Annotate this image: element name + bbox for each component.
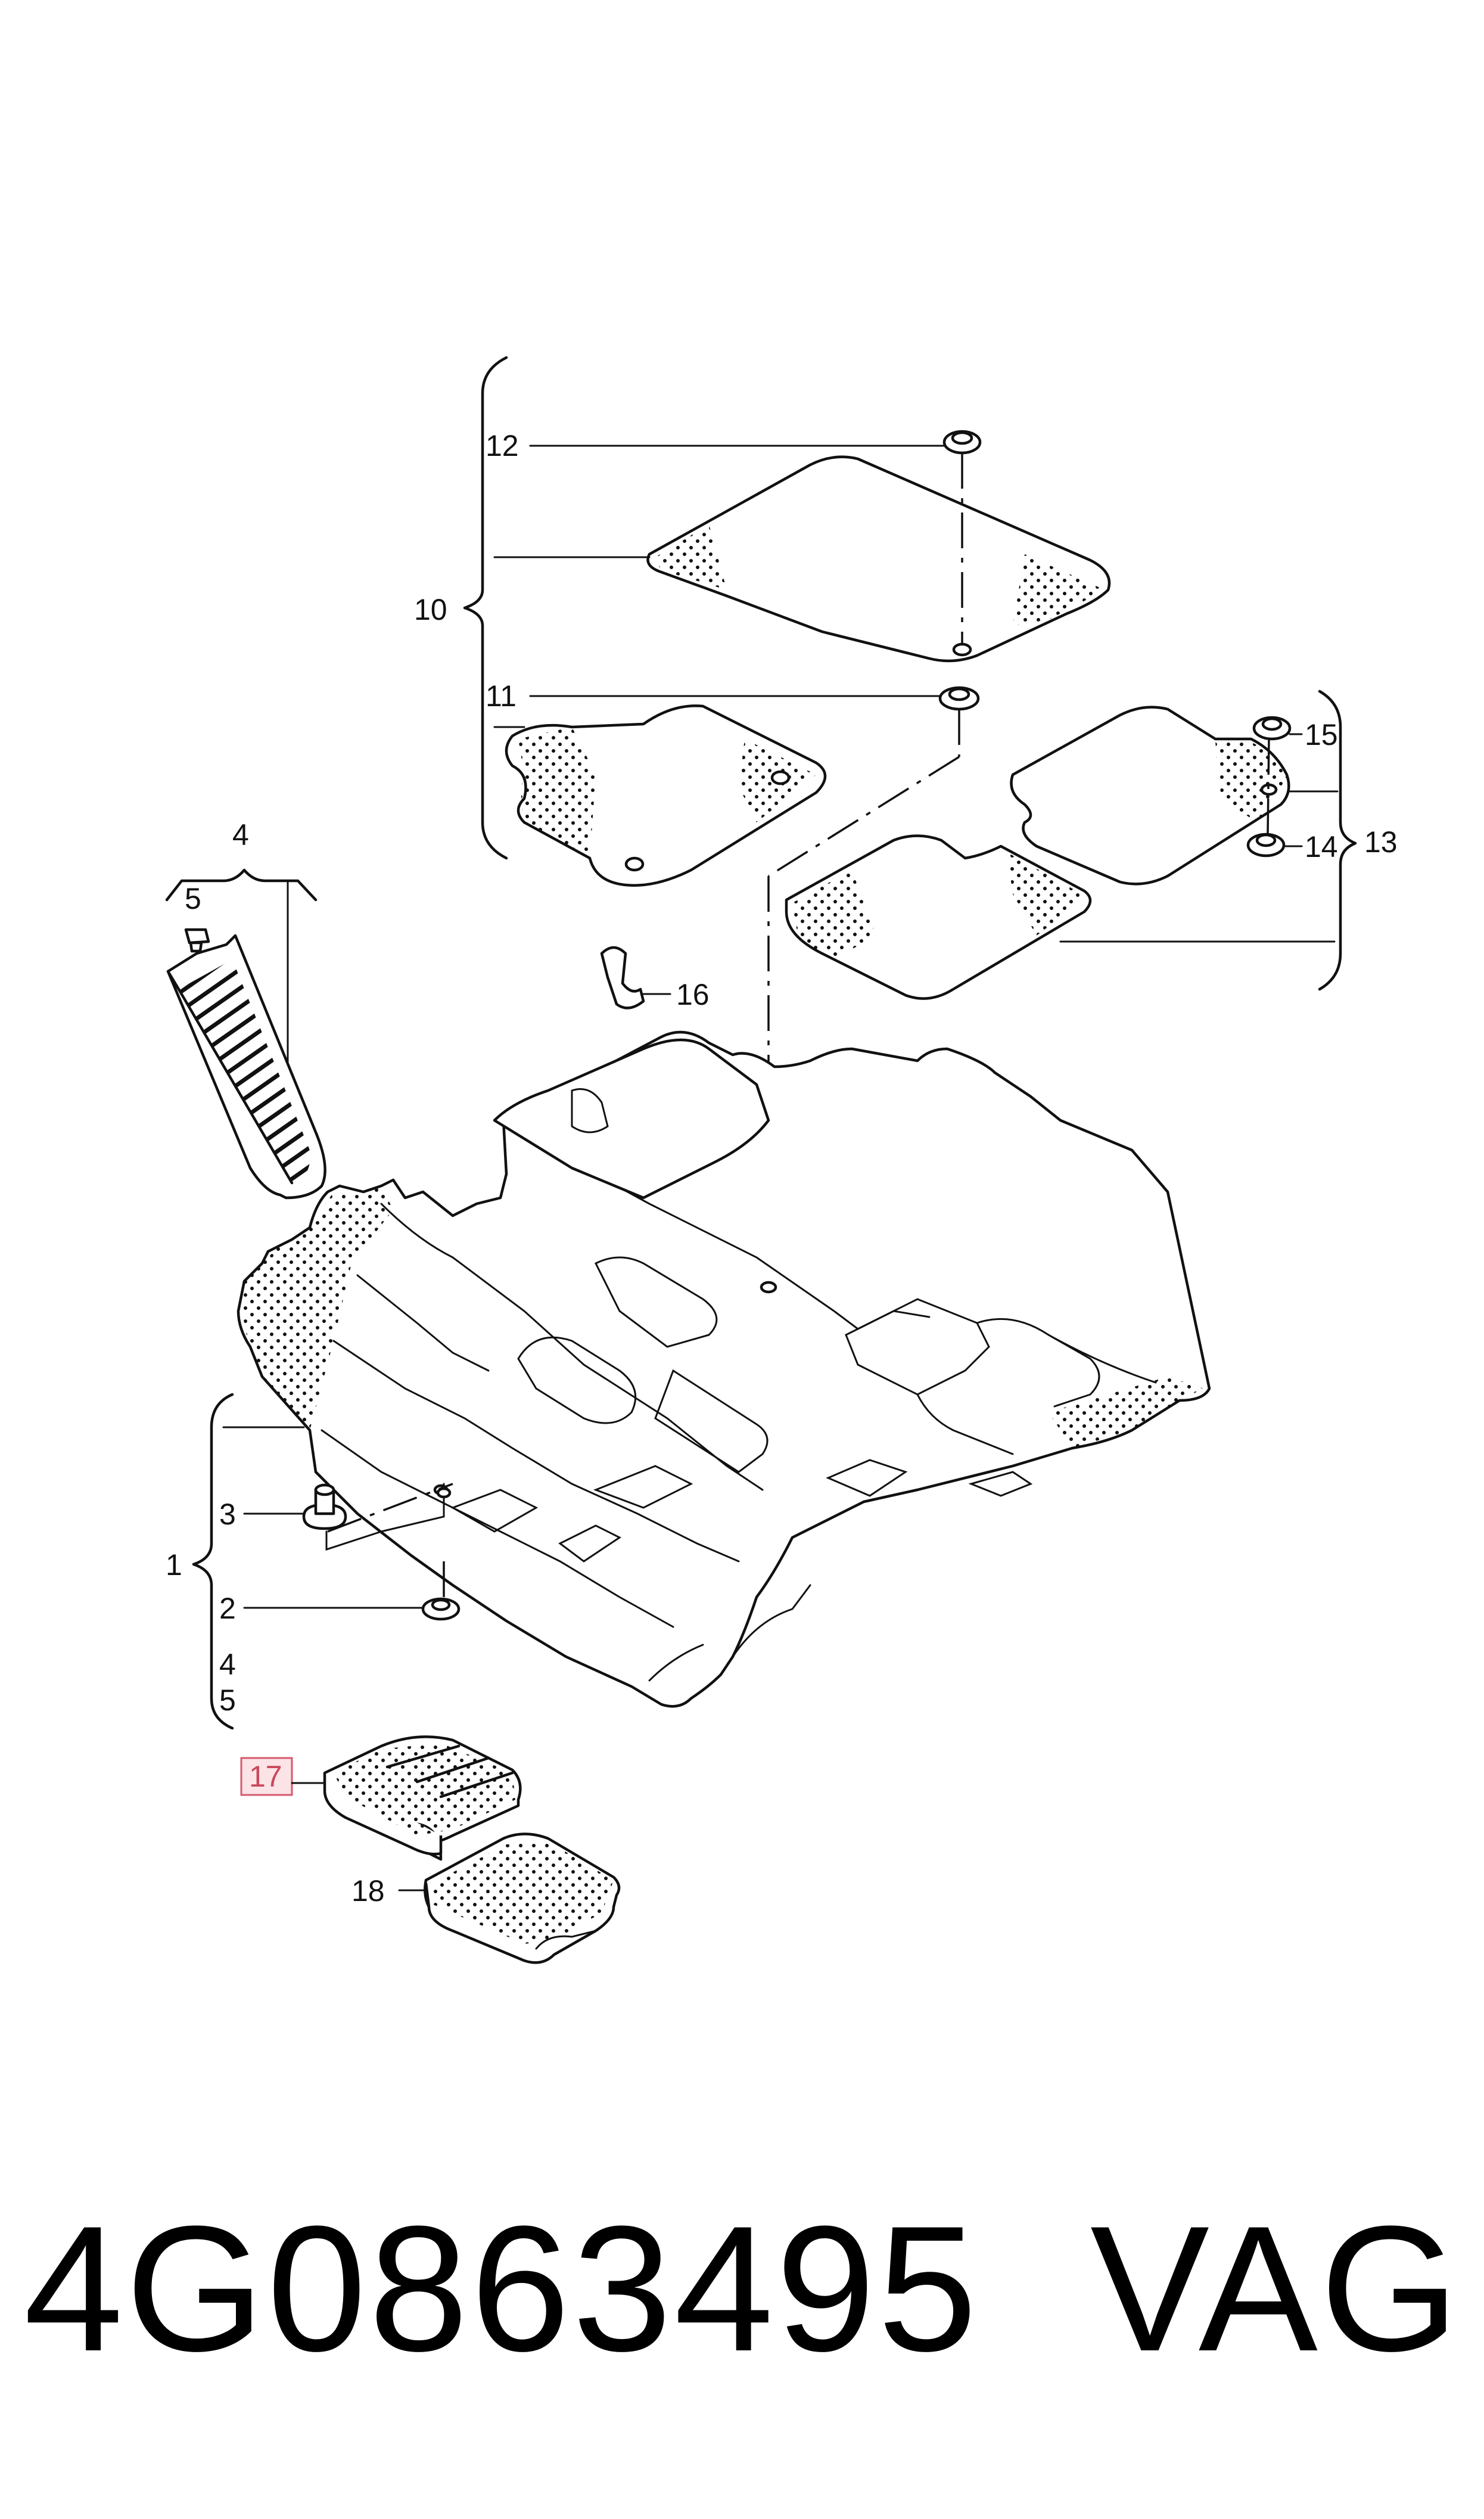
insulation-pad-17 xyxy=(323,1735,522,1861)
floor-mat-left xyxy=(505,704,827,887)
bracket-10 xyxy=(463,356,508,860)
callout-15: 15 xyxy=(1305,718,1338,751)
carpet-hole-3 xyxy=(436,1487,452,1499)
clip-16 xyxy=(600,946,645,1010)
fastener-12 xyxy=(942,430,982,455)
clip-5 xyxy=(184,928,210,953)
callout-1: 1 xyxy=(166,1548,182,1582)
bracket-13 xyxy=(1318,689,1357,991)
callout-17: 17 xyxy=(249,1760,282,1793)
leader-3-tail xyxy=(325,1483,445,1551)
mat-hole-upper xyxy=(952,642,972,657)
part-number: 4G0863495 xyxy=(24,2188,980,2388)
brand-label: VAG xyxy=(1090,2188,1462,2388)
fastener-11 xyxy=(938,686,980,711)
fastener-15 xyxy=(1252,716,1292,741)
axis-14-15 xyxy=(1267,738,1270,835)
side-trim-panel xyxy=(166,934,326,1200)
callout-4-top: 4 xyxy=(232,818,249,852)
bracket-1 xyxy=(192,1393,234,1730)
callout-3: 3 xyxy=(219,1498,236,1531)
insulation-pad-18 xyxy=(424,1832,621,1964)
callout-4-low: 4 xyxy=(219,1648,236,1681)
highlight-box-17 xyxy=(240,1757,293,1796)
callout-18: 18 xyxy=(351,1874,385,1908)
axis-3 xyxy=(327,1483,453,1533)
callout-13: 13 xyxy=(1364,825,1398,859)
floor-mat-right-lower xyxy=(785,834,1092,1000)
callout-14: 14 xyxy=(1305,830,1338,864)
tunnel-hump xyxy=(493,1038,770,1200)
fastener-2 xyxy=(421,1597,461,1621)
callout-12: 12 xyxy=(486,429,519,462)
callout-16: 16 xyxy=(676,978,710,1011)
axis-11-b xyxy=(768,756,960,877)
floor-mat-right-upper xyxy=(1010,706,1290,886)
callout-5-low: 5 xyxy=(219,1684,236,1717)
floor-mat-upper-right xyxy=(646,455,1111,663)
fastener-14 xyxy=(1246,833,1286,858)
callout-5-top: 5 xyxy=(185,882,201,915)
callout-10: 10 xyxy=(414,593,447,626)
fastener-3 xyxy=(302,1483,347,1530)
callout-11: 11 xyxy=(486,679,517,713)
main-floor-carpet xyxy=(237,1030,1211,1708)
tunnel-detail xyxy=(571,1088,609,1133)
callout-2: 2 xyxy=(219,1592,236,1625)
bracket-4 xyxy=(165,868,318,902)
